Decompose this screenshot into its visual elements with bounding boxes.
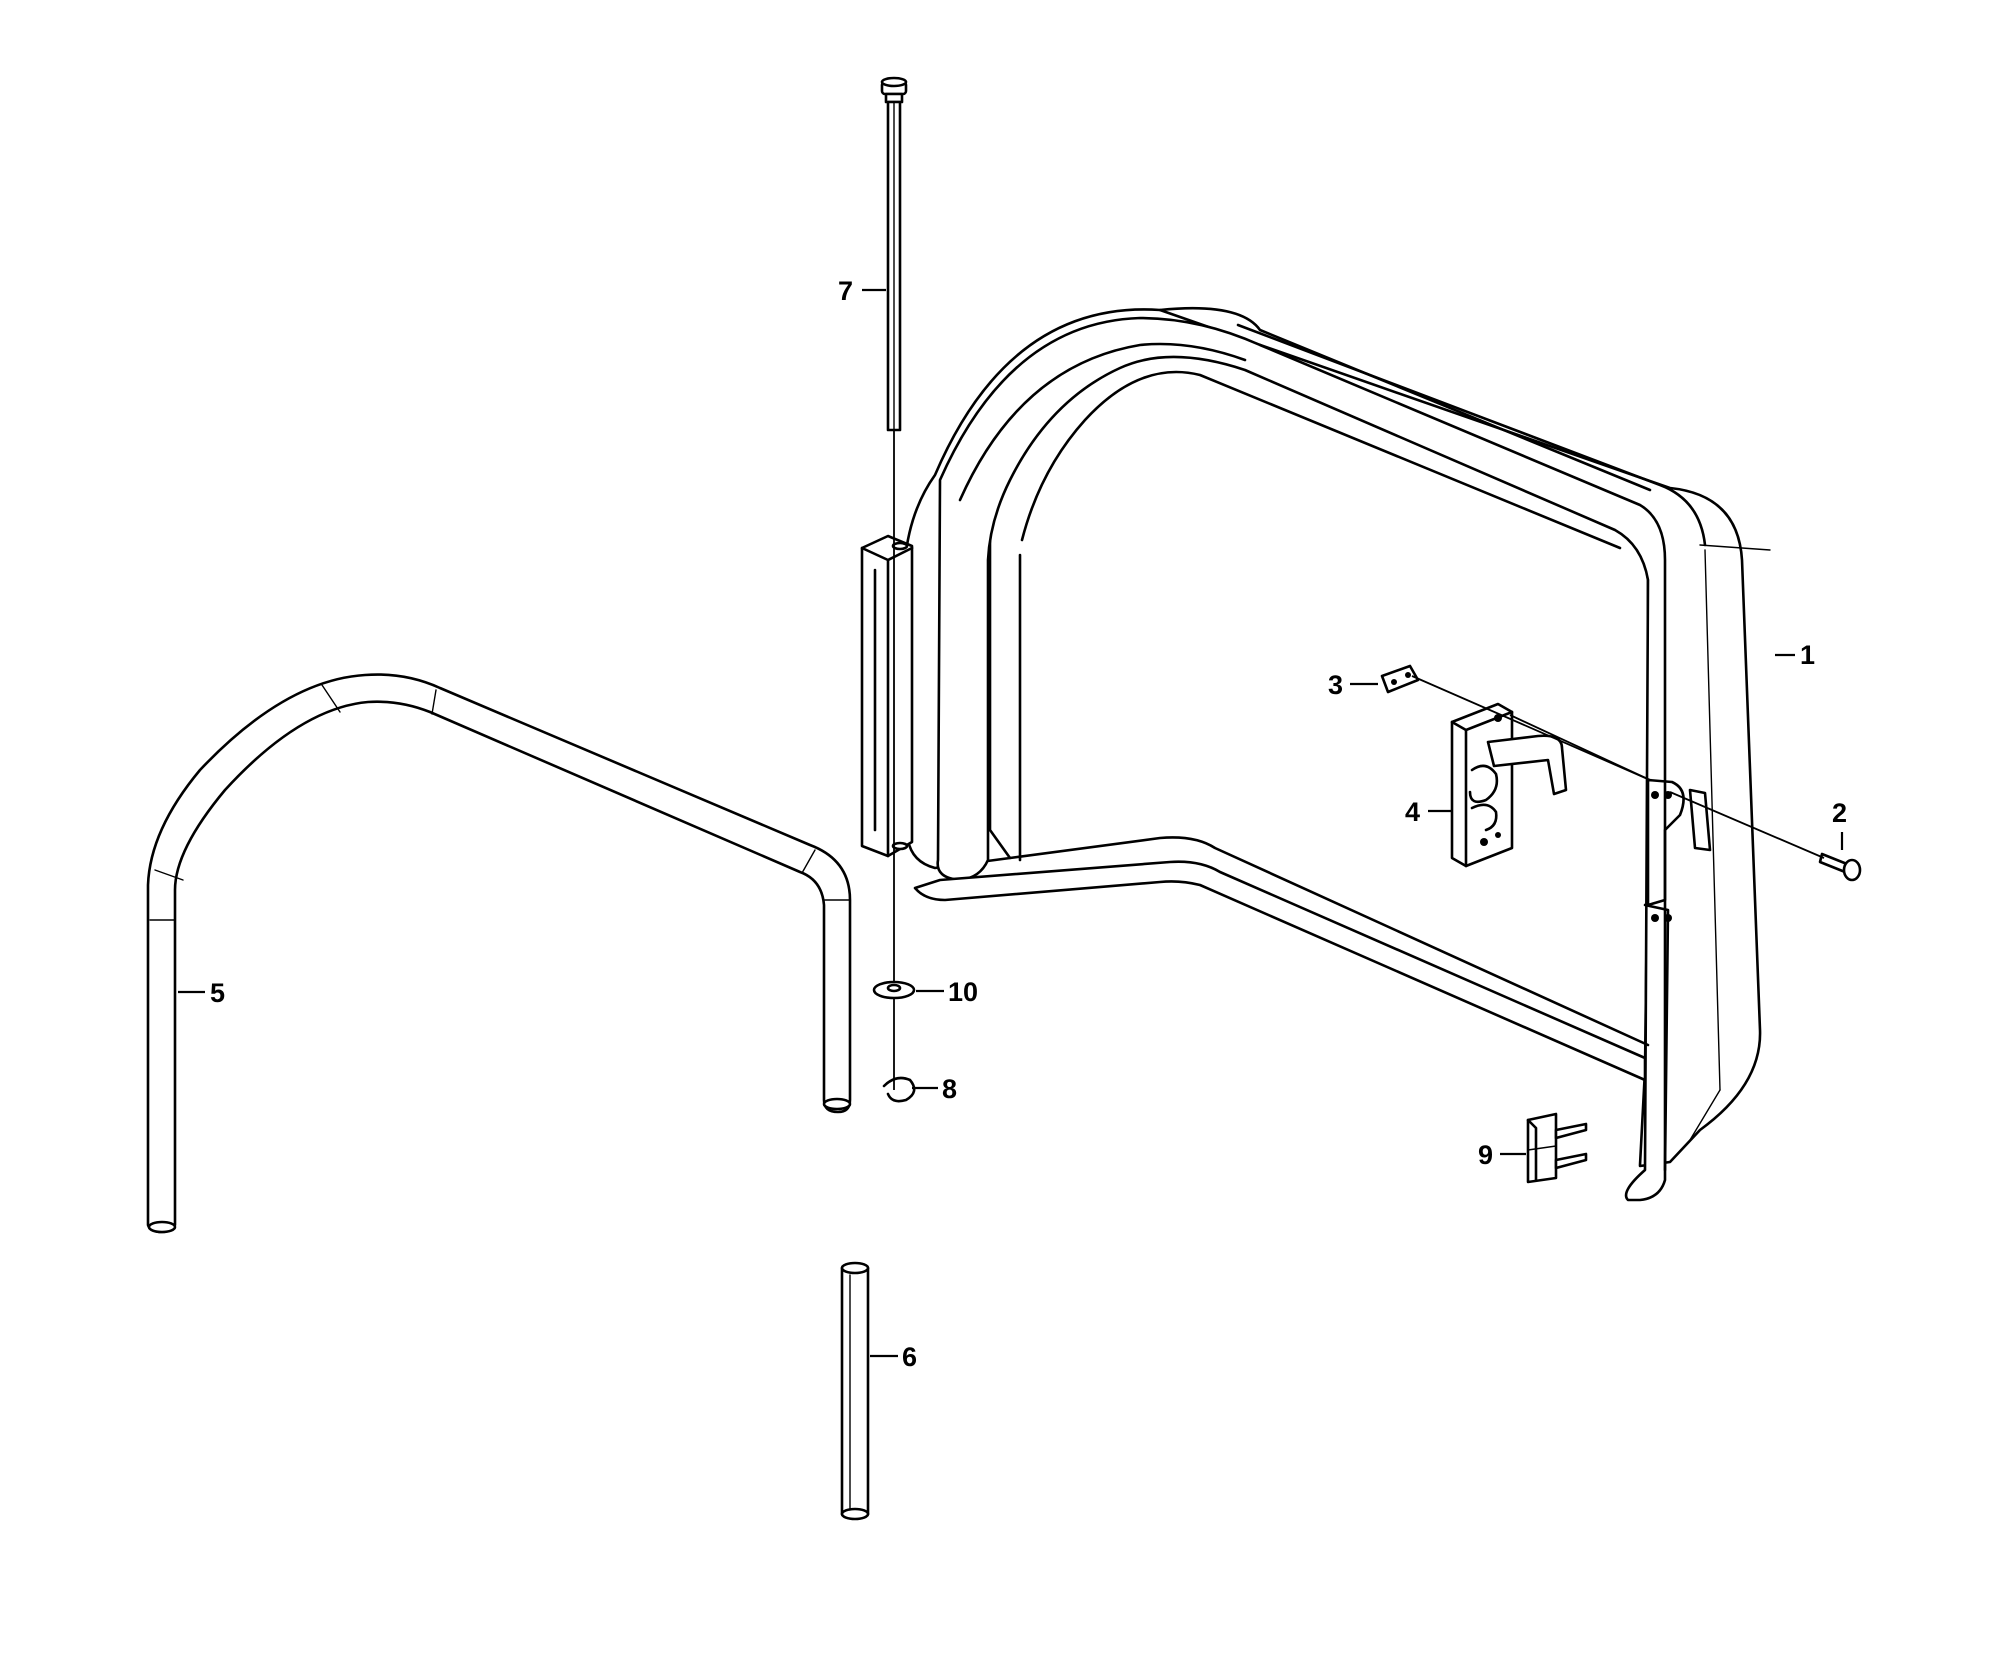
callout-label-3: 3 <box>1328 670 1343 700</box>
part-6-rod <box>840 1261 870 1521</box>
part-8-clip <box>882 1076 916 1103</box>
part-4-latch <box>1450 702 1568 868</box>
callout-5: 5 <box>178 978 225 1008</box>
callout-label-5: 5 <box>210 978 225 1008</box>
callout-7: 7 <box>838 276 886 306</box>
part-5-tube-handle <box>146 673 852 1234</box>
callout-4: 4 <box>1405 797 1452 827</box>
callout-label-7: 7 <box>838 276 853 306</box>
part-3-plate <box>1380 664 1420 694</box>
part-1-guard-frame <box>903 306 1771 1202</box>
callout-10: 10 <box>916 977 978 1007</box>
callout-label-2: 2 <box>1832 798 1847 828</box>
callout-6: 6 <box>870 1342 917 1372</box>
callout-label-1: 1 <box>1800 640 1815 670</box>
callout-label-6: 6 <box>902 1342 917 1372</box>
part-10-washer <box>872 980 916 1000</box>
callout-label-8: 8 <box>942 1074 957 1104</box>
callout-8: 8 <box>912 1074 957 1104</box>
part-2-screw <box>1818 852 1862 882</box>
part-7-bolt <box>880 76 908 432</box>
callout-label-4: 4 <box>1405 797 1420 827</box>
callout-1: 1 <box>1775 640 1815 670</box>
callout-label-9: 9 <box>1478 1140 1493 1170</box>
callout-label-10: 10 <box>948 977 978 1007</box>
pivot-bracket <box>860 534 914 858</box>
callout-2: 2 <box>1832 798 1847 850</box>
callout-9: 9 <box>1478 1140 1526 1170</box>
assembly-lines <box>1411 675 1825 859</box>
part-9-clip-block <box>1526 1112 1588 1184</box>
callout-3: 3 <box>1328 670 1378 700</box>
